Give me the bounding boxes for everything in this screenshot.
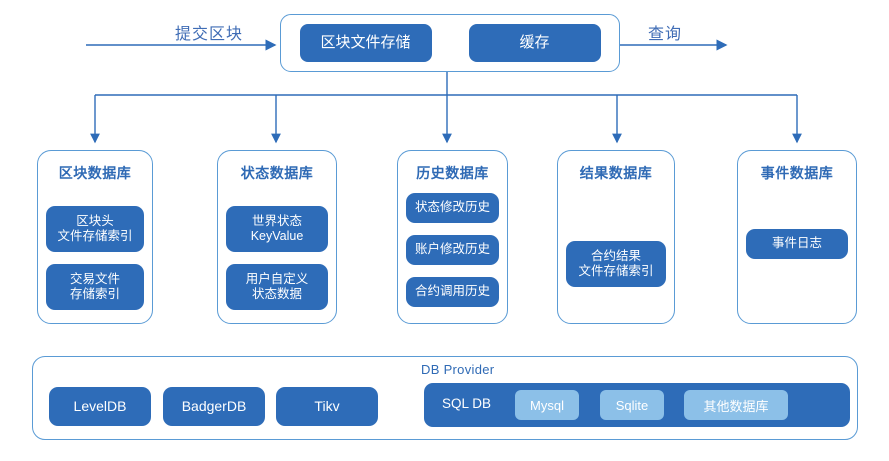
leveldb-node[interactable]: LevelDB <box>49 387 151 426</box>
history-database-title: 历史数据库 <box>416 165 489 181</box>
line: 交易文件 <box>69 271 120 286</box>
input-flow-label: 提交区块 <box>175 26 244 43</box>
event-log-node[interactable]: 事件日志 <box>746 229 848 259</box>
state-database-items: 世界状态 KeyValue 用户自定义 状态数据 <box>226 206 328 310</box>
history-database-box: 历史数据库 状态修改历史 账户修改历史 合约调用历史 <box>397 150 508 324</box>
tikv-node[interactable]: Tikv <box>276 387 378 426</box>
result-database-title: 结果数据库 <box>579 165 653 181</box>
block-database-title: 区块数据库 <box>58 165 132 181</box>
world-state-keyvalue-node[interactable]: 世界状态 KeyValue <box>226 206 328 252</box>
cache-node[interactable]: 缓存 <box>468 24 601 62</box>
line: 区块头 <box>76 213 114 228</box>
event-database-items: 事件日志 <box>746 229 848 259</box>
line: KeyValue <box>250 229 304 243</box>
event-database-title: 事件数据库 <box>760 165 834 181</box>
transaction-file-index-node[interactable]: 交易文件 存储索引 <box>46 264 144 310</box>
line: 状态数据 <box>251 287 302 301</box>
other-databases-node[interactable]: 其他数据库 <box>684 390 788 420</box>
user-defined-state-node[interactable]: 用户自定义 状态数据 <box>226 264 328 310</box>
state-database-title: 状态数据库 <box>240 165 314 181</box>
mysql-node[interactable]: Mysql <box>515 390 579 420</box>
sqlite-node[interactable]: Sqlite <box>600 390 664 420</box>
storage-layer-panel: 区块文件存储 缓存 <box>280 14 620 72</box>
contract-result-index-node[interactable]: 合约结果 文件存储索引 <box>566 241 666 287</box>
line: 用户自定义 <box>245 271 309 286</box>
history-database-items: 状态修改历史 账户修改历史 合约调用历史 <box>406 193 499 307</box>
event-database-box: 事件数据库 事件日志 <box>737 150 857 324</box>
line: 合约结果 <box>590 248 641 263</box>
account-change-history-node[interactable]: 账户修改历史 <box>406 235 499 265</box>
sql-db-label: SQL DB <box>442 396 492 411</box>
output-flow-label: 查询 <box>648 26 683 43</box>
state-change-history-node[interactable]: 状态修改历史 <box>406 193 499 223</box>
block-header-index-node[interactable]: 区块头 文件存储索引 <box>46 206 144 252</box>
sql-db-group: SQL DB Mysql Sqlite 其他数据库 <box>424 383 850 427</box>
db-provider-title: DB Provider <box>421 362 495 377</box>
line: 世界状态 <box>251 213 302 228</box>
result-database-items: 合约结果 文件存储索引 <box>566 241 666 287</box>
block-file-storage-node[interactable]: 区块文件存储 <box>299 24 432 62</box>
line: 文件存储索引 <box>578 264 654 278</box>
block-database-box: 区块数据库 区块头 文件存储索引 交易文件 存储索引 <box>37 150 153 324</box>
line: 文件存储索引 <box>57 229 133 243</box>
state-database-box: 状态数据库 世界状态 KeyValue 用户自定义 状态数据 <box>217 150 337 324</box>
contract-call-history-node[interactable]: 合约调用历史 <box>406 277 499 307</box>
result-database-box: 结果数据库 合约结果 文件存储索引 <box>557 150 675 324</box>
badgerdb-node[interactable]: BadgerDB <box>163 387 265 426</box>
line: 存储索引 <box>69 287 120 301</box>
block-database-items: 区块头 文件存储索引 交易文件 存储索引 <box>46 206 144 310</box>
